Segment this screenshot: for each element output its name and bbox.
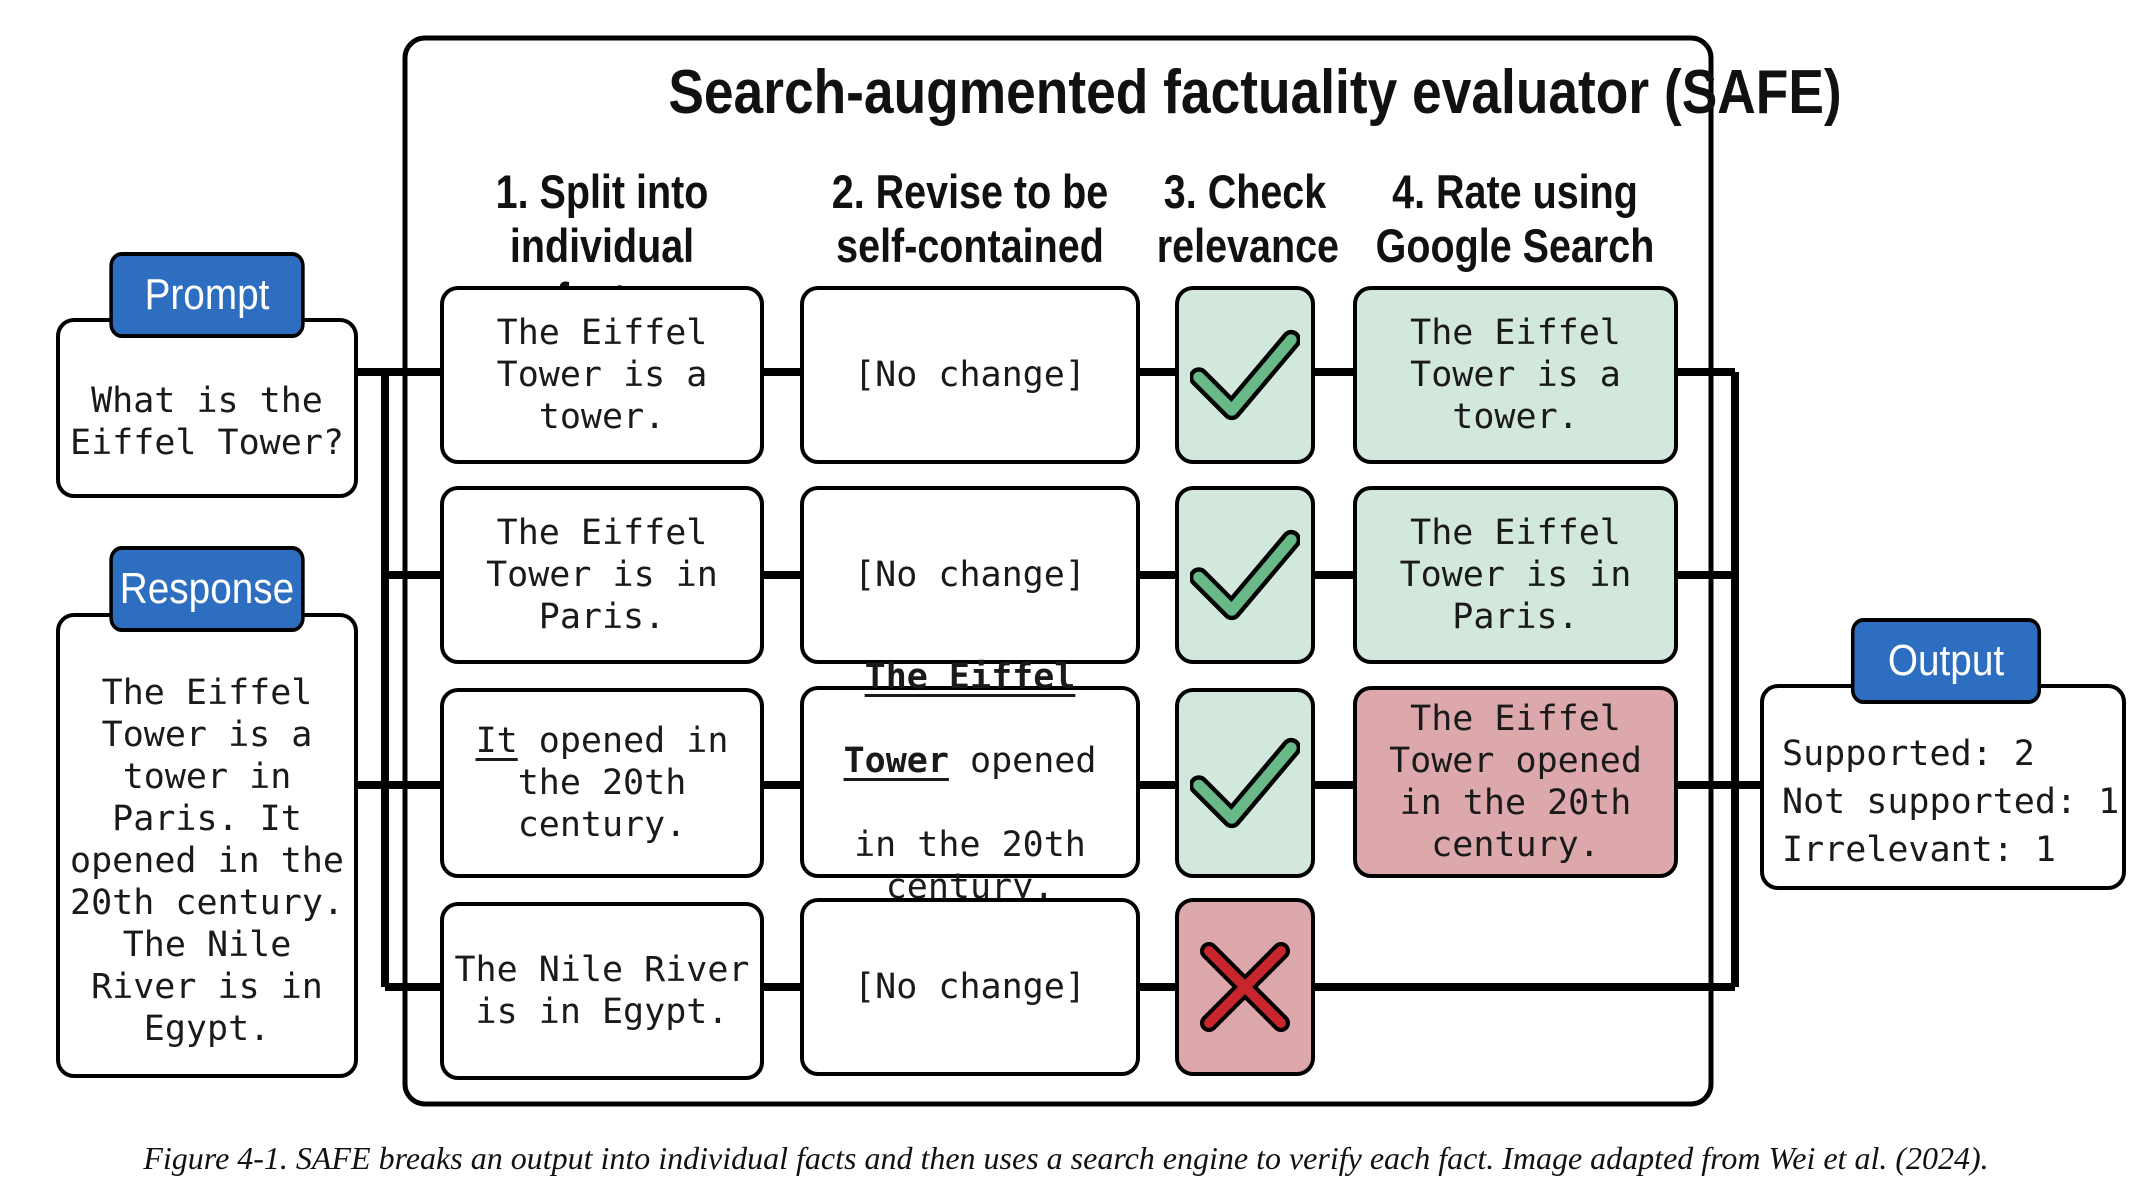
prompt-badge: Prompt bbox=[109, 252, 305, 338]
diagram-title: Search-augmented factuality evaluator (S… bbox=[668, 58, 1842, 127]
fact-4-box: The Nile River is in Egypt. bbox=[440, 902, 764, 1080]
checkmark-icon bbox=[1190, 737, 1300, 829]
fact-1-box: The Eiffel Tower is a tower. bbox=[440, 286, 764, 464]
revised-4-box: [No change] bbox=[800, 898, 1140, 1076]
fact-3-pronoun: It bbox=[475, 721, 518, 761]
fact-3-box: It opened in the 20th century. bbox=[440, 688, 764, 878]
relevance-3-box bbox=[1175, 688, 1315, 878]
response-box: The Eiffel Tower is a tower in Paris. It… bbox=[56, 613, 358, 1078]
rating-2-box: The Eiffel Tower is in Paris. bbox=[1353, 486, 1678, 664]
step-2-heading: 2. Revise to be self-contained bbox=[831, 165, 1109, 272]
revised-3-line2-rest: opened bbox=[948, 741, 1097, 781]
revised-1-box: [No change] bbox=[800, 286, 1140, 464]
relevance-2-box bbox=[1175, 486, 1315, 664]
rating-1-box: The Eiffel Tower is a tower. bbox=[1353, 286, 1678, 464]
fact-3-rest: opened in the 20th century. bbox=[517, 721, 729, 845]
revised-2-box: [No change] bbox=[800, 486, 1140, 664]
revised-3-bold: Tower bbox=[843, 741, 949, 781]
revised-3-rest: in the 20th century. bbox=[854, 825, 1086, 907]
response-badge: Response bbox=[109, 546, 305, 632]
output-supported: Supported: 2 bbox=[1782, 734, 2035, 774]
checkmark-icon bbox=[1190, 529, 1300, 621]
relevance-1-box bbox=[1175, 286, 1315, 464]
step-4-heading: 4. Rate using Google Search bbox=[1375, 165, 1655, 272]
fact-2-box: The Eiffel Tower is in Paris. bbox=[440, 486, 764, 664]
output-box: Supported: 2 Not supported: 1 Irrelevant… bbox=[1760, 684, 2126, 890]
rating-3-box: The Eiffel Tower opened in the 20th cent… bbox=[1353, 686, 1678, 878]
revised-3-box: The Eiffel Tower opened in the 20th cent… bbox=[800, 657, 1140, 907]
revised-3-line1: The Eiffel bbox=[864, 657, 1076, 697]
step-3-heading: 3. Check relevance bbox=[1156, 165, 1340, 272]
output-irrelevant: Irrelevant: 1 bbox=[1782, 830, 2056, 870]
relevance-4-box bbox=[1175, 898, 1315, 1076]
prompt-box: What is the Eiffel Tower? bbox=[56, 318, 358, 498]
output-badge: Output bbox=[1850, 618, 2042, 704]
checkmark-icon bbox=[1190, 329, 1300, 421]
figure-caption: Figure 4-1. SAFE breaks an output into i… bbox=[143, 1140, 1989, 1176]
output-not-supported: Not supported: 1 bbox=[1782, 782, 2120, 822]
cross-icon bbox=[1200, 942, 1290, 1032]
